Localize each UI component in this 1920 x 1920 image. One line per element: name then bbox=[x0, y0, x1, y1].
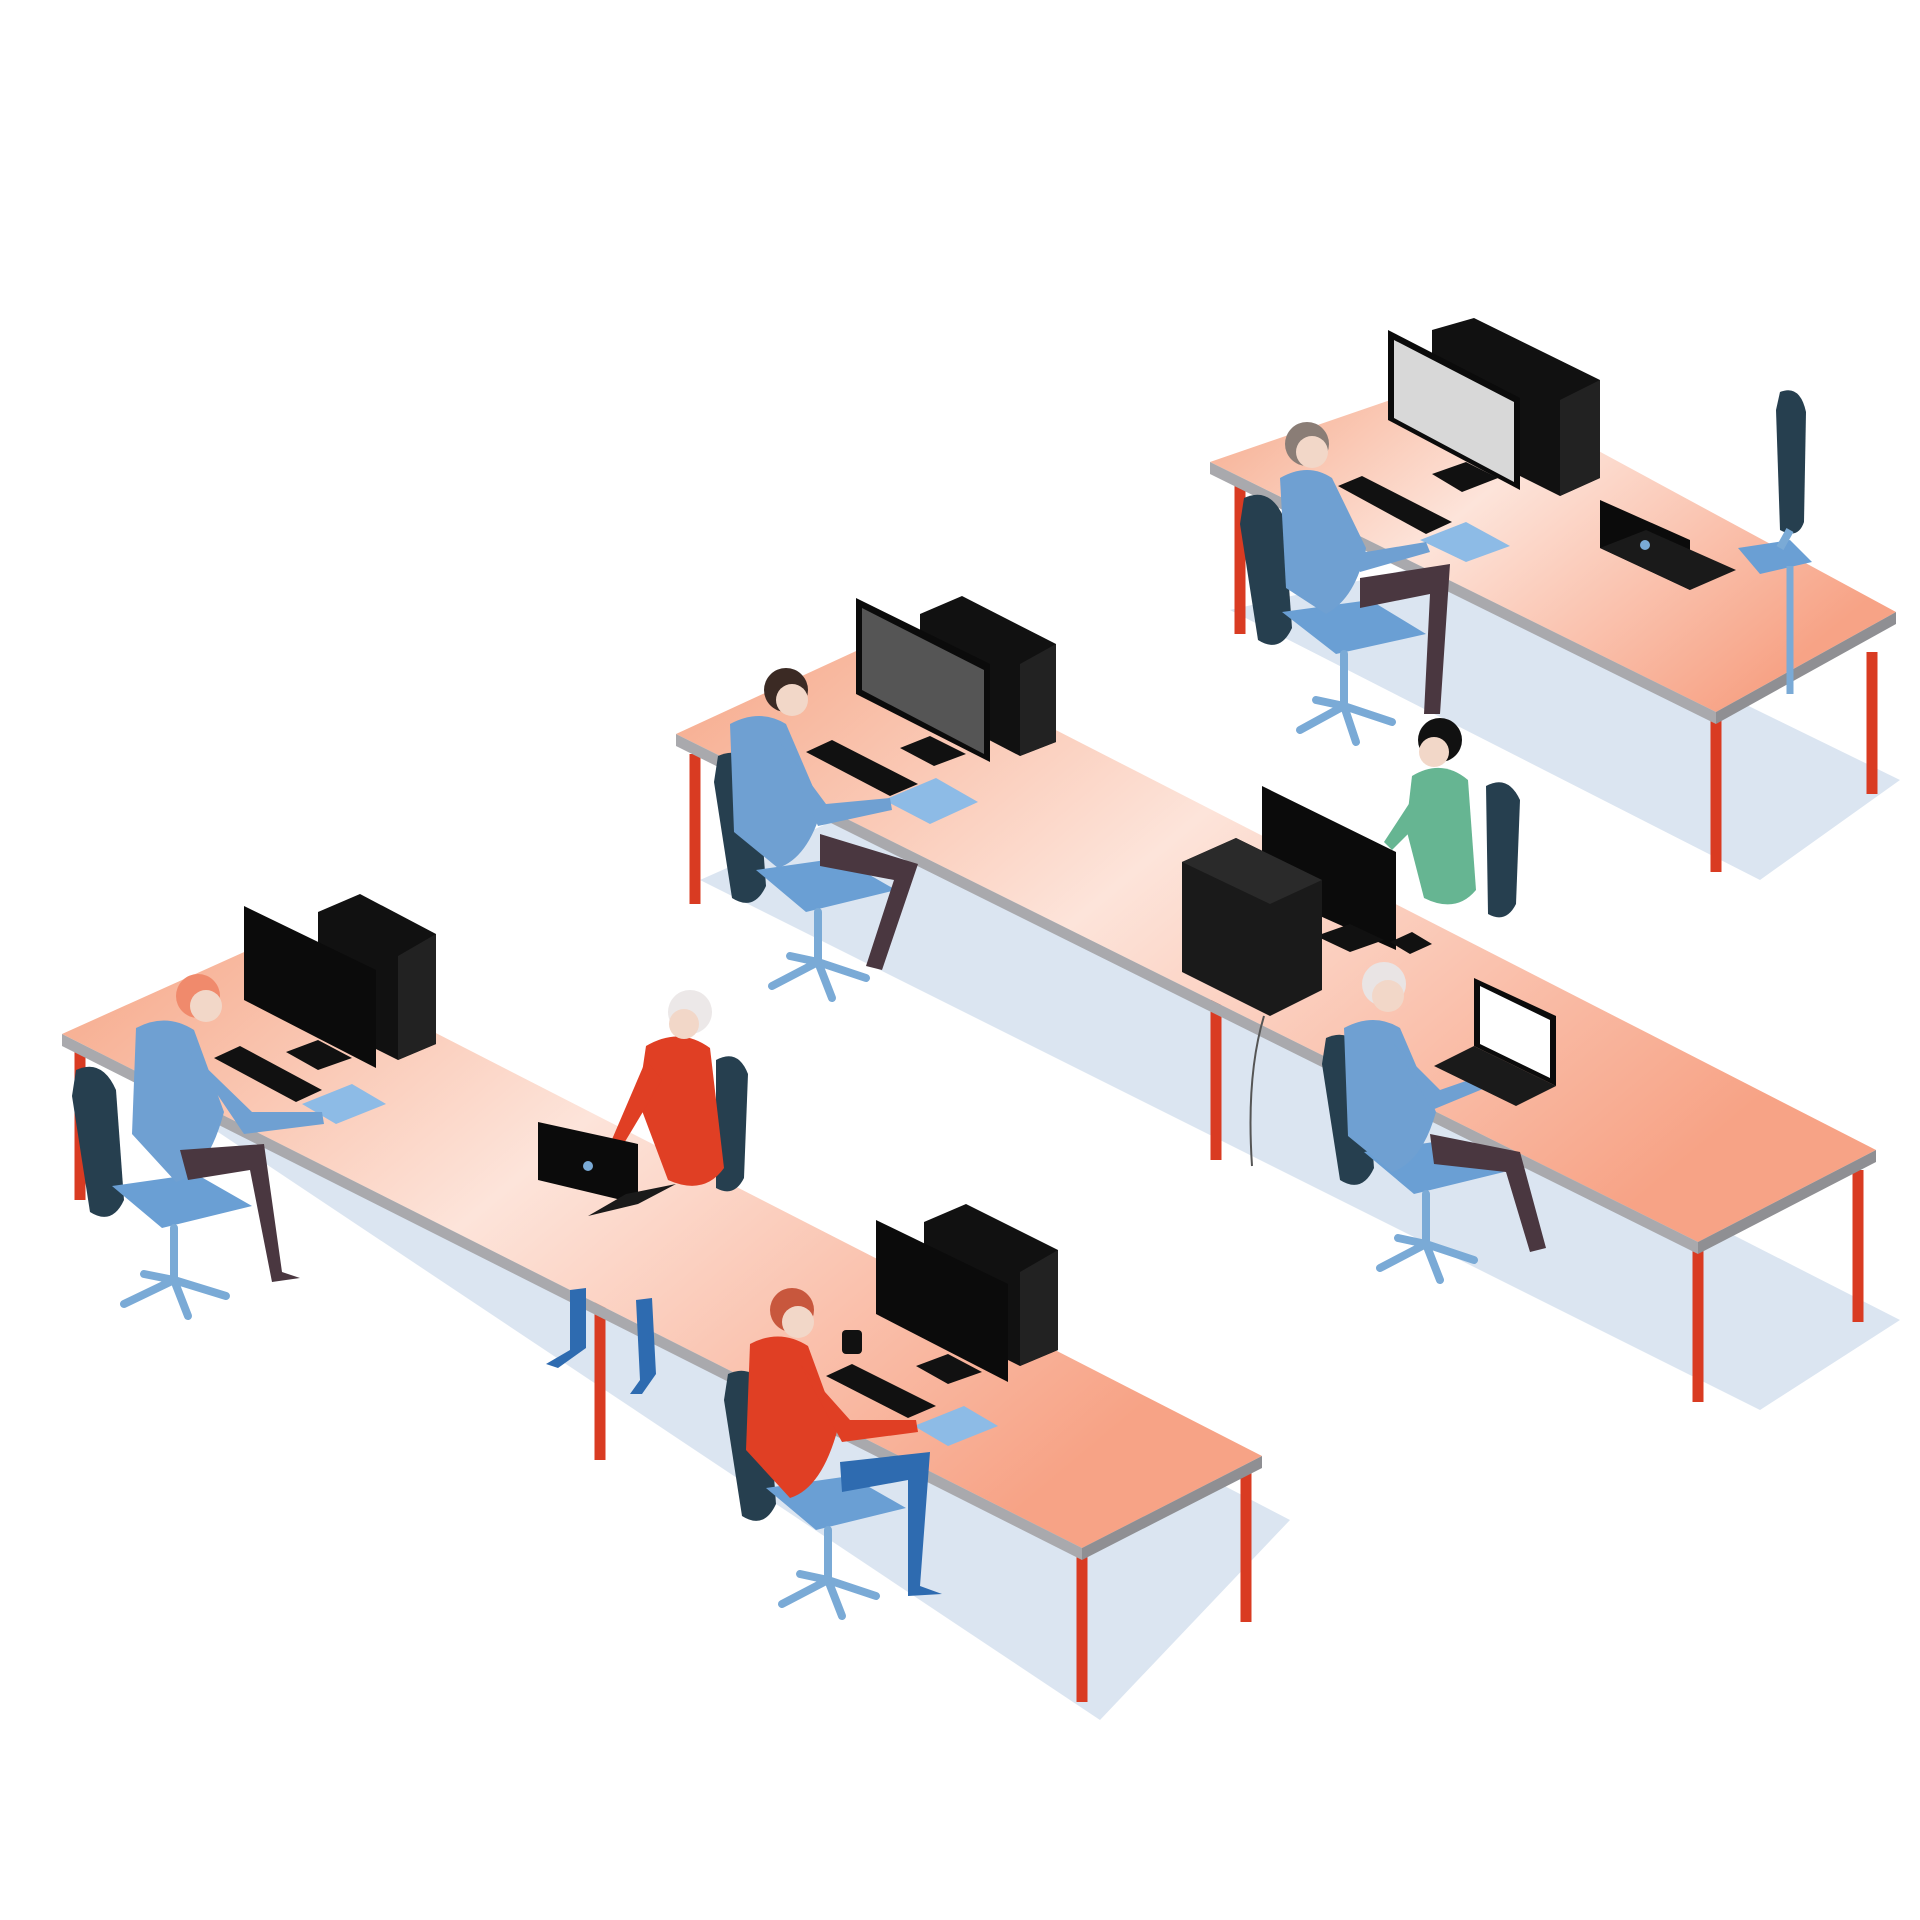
chair-base bbox=[1376, 1190, 1478, 1284]
monitor-screen bbox=[1394, 340, 1514, 482]
chair-base bbox=[768, 908, 870, 1002]
chair-seat bbox=[1282, 600, 1426, 654]
chair-base bbox=[120, 1224, 230, 1320]
laptop-base bbox=[588, 1184, 676, 1216]
person-left-desk-red-opposite bbox=[538, 990, 748, 1394]
office-chair-icon bbox=[1240, 494, 1292, 645]
laptop-screen bbox=[1480, 986, 1550, 1078]
chair-base bbox=[778, 1526, 880, 1620]
face bbox=[1372, 980, 1404, 1012]
workstation-middle-desk bbox=[806, 596, 1056, 824]
coffee-mug-icon bbox=[842, 1330, 862, 1354]
office-chair-icon bbox=[72, 1066, 124, 1217]
keyboard-icon bbox=[826, 1364, 936, 1418]
monitor-stand bbox=[1432, 462, 1498, 492]
workstation-middle-desk-right bbox=[1182, 786, 1432, 1167]
shirt bbox=[1344, 1020, 1436, 1172]
person-middle-desk-right bbox=[1322, 962, 1556, 1284]
legs bbox=[546, 1288, 586, 1368]
mousepad bbox=[884, 778, 978, 824]
desk-top bbox=[1210, 376, 1896, 712]
laptop-logo bbox=[1640, 540, 1650, 550]
desktop-monitor-icon bbox=[244, 906, 376, 1068]
pc-tower-icon bbox=[1020, 644, 1056, 756]
monitor-stand bbox=[286, 1040, 352, 1070]
legs bbox=[180, 1144, 300, 1282]
shirt bbox=[746, 1336, 838, 1498]
shirt bbox=[638, 1036, 724, 1186]
keyboard-icon bbox=[1338, 476, 1452, 534]
laptop-base bbox=[1434, 1046, 1556, 1106]
face bbox=[1419, 737, 1449, 767]
arm bbox=[610, 1060, 662, 1150]
person-right-desk bbox=[1240, 422, 1450, 746]
desk-edge bbox=[1082, 1456, 1262, 1560]
workstation-left-desk-front bbox=[826, 1204, 1058, 1446]
person-middle-desk-left bbox=[714, 668, 918, 1002]
face bbox=[669, 1009, 699, 1039]
legs bbox=[1360, 564, 1450, 714]
pc-tower-icon bbox=[1182, 838, 1322, 904]
pc-tower-icon bbox=[398, 934, 436, 1060]
face bbox=[782, 1306, 814, 1338]
shirt bbox=[730, 716, 822, 868]
desk-edge bbox=[1698, 1150, 1876, 1254]
office-chair-icon bbox=[1738, 390, 1812, 694]
arm bbox=[780, 742, 892, 826]
desktop-monitor-icon bbox=[876, 1220, 1008, 1382]
face bbox=[776, 684, 808, 716]
person-green-shirt bbox=[1384, 718, 1520, 918]
arm bbox=[1394, 1044, 1490, 1110]
cable bbox=[1249, 1015, 1265, 1167]
person-left-desk-red-front bbox=[724, 1288, 942, 1620]
desktop-monitor-icon bbox=[1262, 786, 1396, 950]
chair-seat bbox=[112, 1174, 252, 1228]
mousepad bbox=[302, 1084, 386, 1124]
desk-shadow-middle bbox=[700, 800, 1900, 1410]
chair-base bbox=[1296, 650, 1396, 746]
workstation-right-desk bbox=[1338, 318, 1736, 590]
arm bbox=[1384, 790, 1432, 850]
office-chair-icon bbox=[1486, 782, 1520, 918]
monitor-stand bbox=[900, 736, 966, 766]
arm bbox=[800, 1364, 918, 1442]
workstation-left-desk-back bbox=[214, 894, 436, 1124]
legs bbox=[1430, 1134, 1546, 1252]
pc-tower-icon bbox=[1020, 1250, 1058, 1366]
desk-edge bbox=[1716, 612, 1896, 724]
keyboard-icon bbox=[806, 740, 918, 796]
arm bbox=[186, 1048, 324, 1134]
laptop-logo bbox=[583, 1161, 593, 1171]
keyboard-icon bbox=[1390, 932, 1432, 954]
shirt bbox=[1406, 767, 1476, 905]
legs bbox=[630, 1298, 656, 1394]
shirt bbox=[132, 1020, 224, 1182]
mousepad bbox=[914, 1406, 998, 1446]
office-chair-icon bbox=[716, 1056, 748, 1192]
laptop-base bbox=[1600, 530, 1736, 590]
monitor-stand bbox=[1316, 924, 1384, 952]
arm bbox=[1326, 496, 1430, 572]
legs bbox=[820, 834, 918, 970]
desk-edge bbox=[676, 734, 1698, 1254]
monitor-screen bbox=[862, 608, 984, 754]
mousepad bbox=[1420, 522, 1510, 562]
shirt bbox=[1280, 470, 1366, 614]
face bbox=[190, 990, 222, 1022]
monitor-stand bbox=[916, 1354, 982, 1384]
face bbox=[1296, 436, 1328, 468]
legs bbox=[840, 1452, 942, 1596]
pc-tower-icon bbox=[1560, 380, 1600, 496]
person-left-desk-blue bbox=[72, 974, 324, 1320]
keyboard-icon bbox=[214, 1046, 322, 1102]
